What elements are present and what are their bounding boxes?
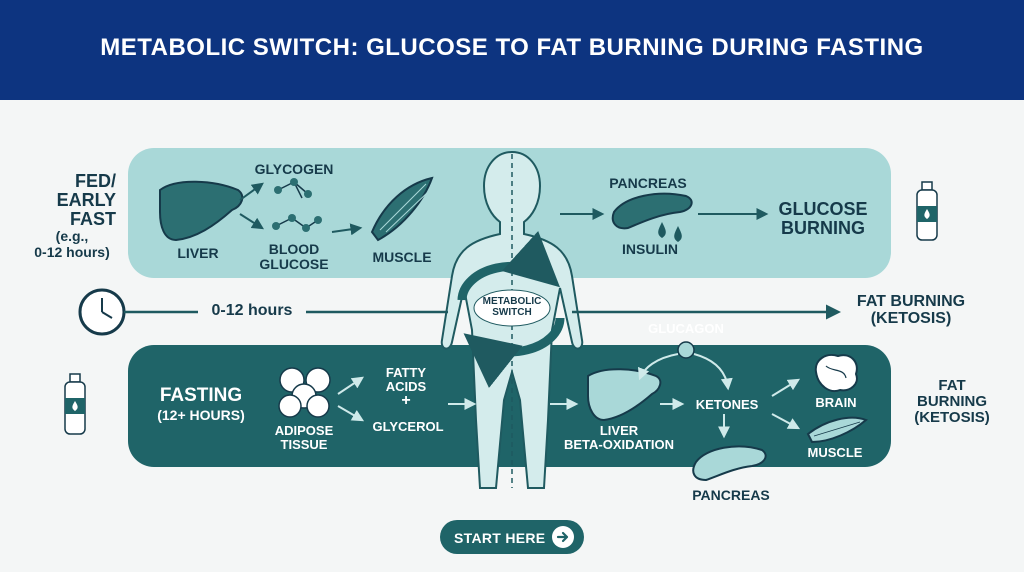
fatty-acids-label: FATTY ACIDS + — [366, 366, 446, 410]
page-title: METABOLIC SWITCH: GLUCOSE TO FAT BURNING… — [100, 34, 924, 61]
header-bar — [0, 0, 1024, 100]
pancreas-icon — [611, 192, 693, 230]
muscle-icon-fasting — [806, 416, 868, 444]
start-here-label: START HERE — [454, 530, 546, 546]
switch-line1: METABOLIC — [482, 296, 542, 307]
water-bottle-icon-top — [916, 181, 938, 241]
switch-arrow-bottom — [463, 317, 565, 388]
glucose-burning-line2: BURNING — [781, 217, 865, 238]
fatty-acids-line2: ACIDS — [385, 378, 427, 394]
fat-burning-line2: BURNING — [917, 392, 987, 410]
pancreas-label: PANCREAS — [609, 175, 687, 191]
timeline-end-line1: FAT BURNING — [856, 293, 966, 310]
ketones-label: KETONES — [695, 397, 759, 412]
adipose-line2: TISSUE — [280, 436, 328, 452]
fed-label-line2: EARLY — [56, 189, 116, 210]
liver-label: LIVER — [177, 245, 219, 261]
liver-icon — [159, 180, 244, 242]
brain-label: BRAIN — [815, 395, 857, 410]
insulin-drops-icon — [658, 222, 682, 242]
liver-icon-fasting — [587, 368, 662, 422]
pancreas-icon-fasting — [692, 445, 767, 482]
plus-sign: + — [401, 392, 411, 410]
blood-glucose-line1: BLOOD — [268, 241, 320, 257]
fed-label-line3: FAST — [69, 208, 116, 229]
glycogen-label: GLYCOGEN — [254, 161, 334, 177]
fatty-acids-line1: FATTY — [385, 365, 427, 380]
fed-label-line5: 0-12 hours) — [34, 244, 110, 261]
glucagon-dot-icon — [677, 341, 695, 359]
glycerol-label: GLYCEROL — [372, 419, 444, 434]
glucose-burning-label: GLUCOSE BURNING — [768, 200, 878, 238]
adipose-line1: ADIPOSE — [274, 423, 334, 438]
switch-arrow-top — [457, 230, 561, 301]
brain-icon — [814, 354, 858, 392]
liver-beta-oxidation-label: LIVER BETA-OXIDATION — [554, 424, 684, 451]
glucose-burning-line1: GLUCOSE — [778, 199, 868, 219]
fat-burning-line3: (KETOSIS) — [914, 408, 990, 426]
blood-glucose-line2: GLUCOSE — [259, 255, 329, 272]
insulin-label: INSULIN — [622, 241, 678, 257]
fat-burning-result-label: FAT BURNING (KETOSIS) — [902, 378, 1002, 425]
clock-icon — [78, 288, 126, 336]
liver-fasting-line1: LIVER — [599, 423, 639, 438]
muscle-label: MUSCLE — [372, 249, 432, 265]
fed-state-label: FED/ EARLY FAST — [36, 172, 116, 229]
blood-glucose-label: BLOOD GLUCOSE — [244, 242, 344, 271]
fed-duration-label: (e.g., 0-12 hours) — [22, 228, 122, 260]
fasting-label-line2: (12+ HOURS) — [157, 406, 245, 423]
muscle-fasting-label: MUSCLE — [807, 445, 863, 460]
switch-line2: SWITCH — [492, 306, 532, 318]
liver-fasting-line2: BETA-OXIDATION — [563, 436, 674, 452]
pancreas-fasting-label: PANCREAS — [692, 487, 770, 503]
glucagon-label: GLUCAGON — [648, 321, 724, 336]
timeline-end-line2: (KETOSIS) — [870, 309, 952, 327]
arrow-right-circle-icon — [552, 526, 574, 548]
fat-burning-line1: FAT — [938, 377, 966, 394]
fasting-state-label: FASTING (12+ HOURS) — [146, 386, 256, 423]
fed-label-line4: (e.g., — [55, 228, 89, 244]
fed-label-line1: FED/ — [74, 171, 116, 191]
fasting-label-line1: FASTING — [159, 385, 243, 406]
fat-burning-timeline-label: FAT BURNING (KETOSIS) — [846, 293, 976, 328]
start-here-button[interactable]: START HERE — [440, 520, 584, 554]
adipose-tissue-label: ADIPOSE TISSUE — [262, 424, 346, 451]
metabolic-switch-label: METABOLIC SWITCH — [474, 296, 550, 318]
adipose-cells-icon — [278, 367, 331, 418]
muscle-icon — [370, 176, 434, 242]
water-bottle-icon-bottom — [64, 373, 86, 435]
timeline-label: 0-12 hours — [211, 302, 293, 319]
glucose-molecule-icon — [272, 214, 322, 232]
glycogen-molecule-icon — [274, 178, 312, 199]
